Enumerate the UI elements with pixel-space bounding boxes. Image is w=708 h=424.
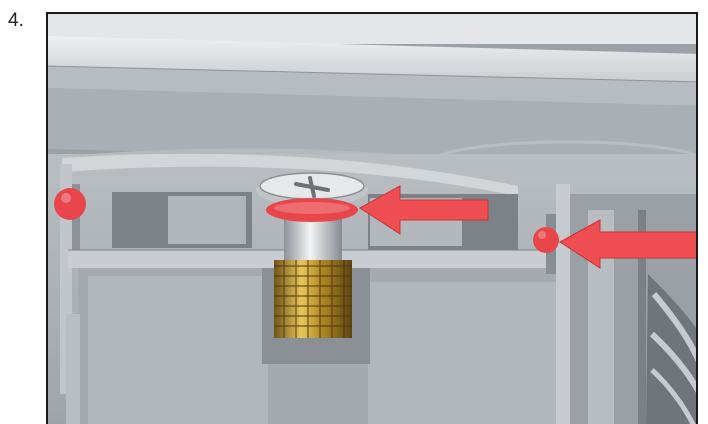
seal-cross-section-left [54,188,86,220]
screw-head-icon [256,172,368,206]
screw-assembly [274,212,352,338]
o-ring-seal-icon [266,198,358,222]
assembly-illustration [46,12,698,424]
arrow-left-icon [559,219,696,269]
cross-section-body [48,153,696,424]
seal-cross-section-right [533,227,559,253]
step-number: 4. [8,10,24,31]
top-panel [48,14,696,106]
arrow-left-icon [359,185,489,235]
